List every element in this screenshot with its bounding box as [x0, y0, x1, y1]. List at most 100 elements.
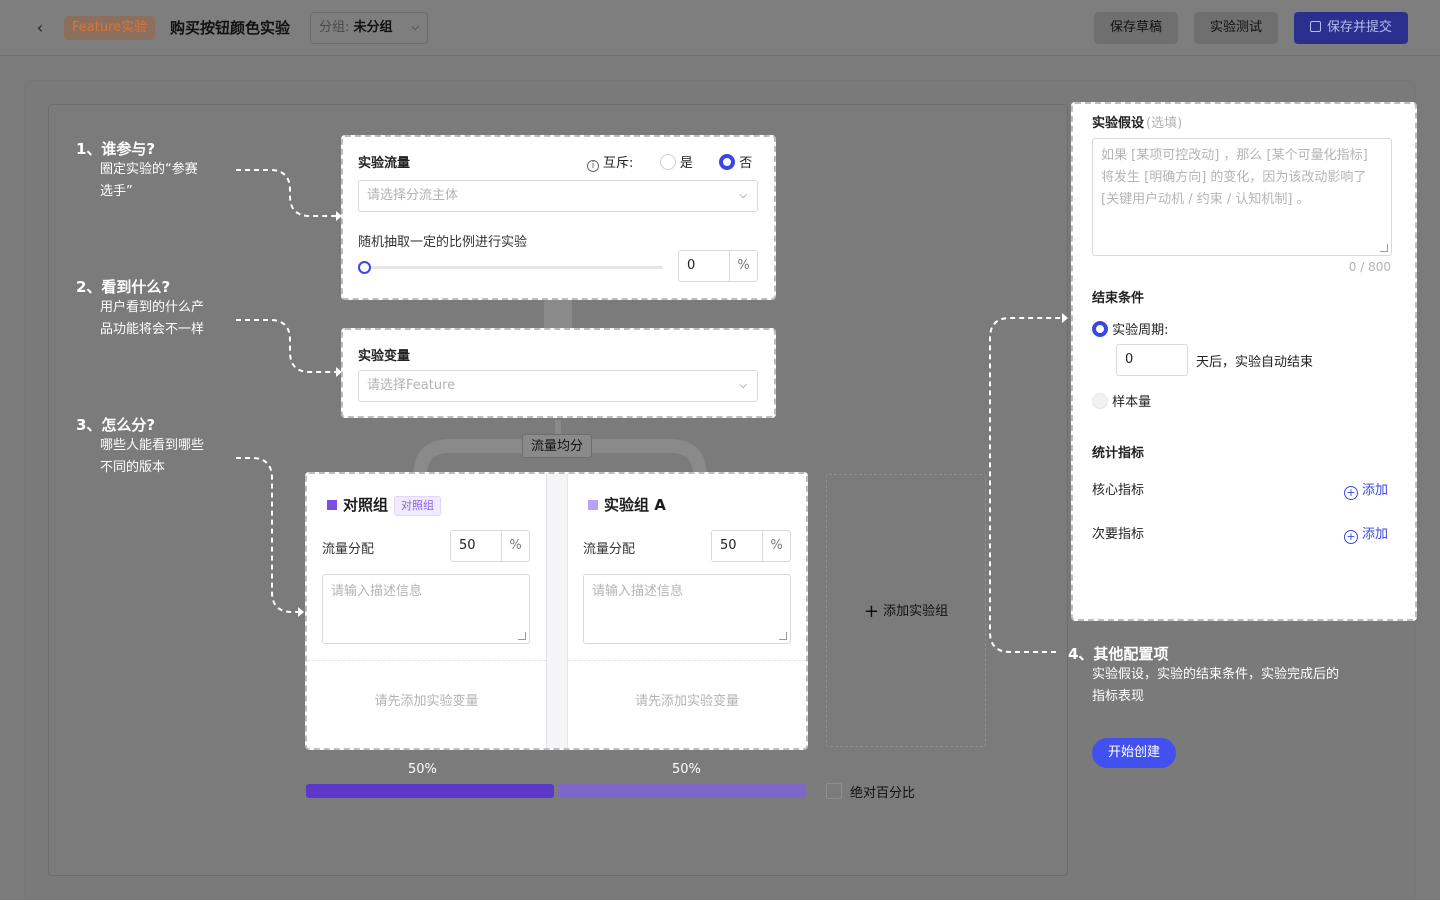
chevron-down-icon: ⌵	[739, 190, 747, 201]
group-control-divider	[307, 660, 546, 661]
exclusive-yes-label: 是	[679, 156, 693, 171]
group-variant-traffic-unit: %	[762, 531, 790, 561]
feature-select[interactable]: 请选择Feature ⌵	[358, 370, 758, 402]
end-condition-title: 结束条件	[1092, 291, 1145, 306]
plus-icon: +	[863, 601, 879, 622]
step-4-desc-line-1: 实验假设，实验的结束条件，实验完成后的	[1092, 667, 1340, 682]
group-variant-traffic-value: 50	[720, 538, 737, 553]
group-variant-traffic-input[interactable]: 50 %	[711, 530, 791, 562]
group-variant-a: 实验组 A 流量分配 50 % 请输入描述信息 请先添加实验变量	[568, 474, 806, 748]
group-control-traffic-label: 流量分配	[322, 542, 375, 557]
step-1-title: 1、谁参与?	[76, 140, 156, 158]
exclusive-yes-radio[interactable]	[659, 154, 676, 170]
top-header: ‹ Feature实验 购买按钮颜色实验 分组: 未分组 ⌵ 保存草稿 实验测试…	[0, 0, 1440, 56]
plus-circle-icon: +	[1344, 530, 1358, 544]
group-control-empty-hint: 请先添加实验变量	[374, 694, 479, 709]
days-input[interactable]: 0	[1116, 344, 1188, 376]
resize-handle-icon[interactable]	[518, 632, 526, 640]
hypothesis-input[interactable]: 如果 [某项可控改动] ，那么 [某个可量化指标] 将发生 [明确方向] 的变化…	[1092, 138, 1392, 256]
period-option[interactable]: 实验周期:	[1092, 319, 1169, 338]
group-control-name: 对照组	[343, 496, 389, 514]
add-secondary-metric-label: 添加	[1362, 527, 1389, 542]
step-1-desc-line-2: 选手”	[100, 184, 133, 199]
group-variant-header: 实验组 A	[588, 494, 666, 515]
hypothesis-optional: (选填)	[1146, 116, 1183, 131]
variable-title: 实验变量	[358, 349, 411, 364]
group-variant-name: 实验组 A	[604, 496, 666, 514]
step-2-title: 2、看到什么?	[76, 278, 171, 296]
ratio-label: 随机抽取一定的比例进行实验	[358, 235, 528, 250]
step-1: 1、谁参与? 圈定实验的“参赛 选手”	[76, 138, 198, 203]
sample-label: 样本量	[1112, 395, 1152, 410]
hypothesis-counter: 0 / 800	[1348, 260, 1391, 274]
group-select-label: 分组:	[319, 20, 350, 35]
step-4-title: 4、其他配置项	[1068, 645, 1169, 663]
period-radio[interactable]	[1092, 321, 1108, 337]
variant-share-bar[interactable]	[558, 784, 806, 798]
hypothesis-header: 实验假设(选填)	[1092, 112, 1182, 131]
group-divider	[546, 474, 568, 748]
ratio-slider-handle[interactable]	[358, 261, 371, 274]
metrics-title: 统计指标	[1092, 446, 1145, 461]
variant-share-label: 50%	[672, 762, 701, 777]
exclusive-no-radio[interactable]	[719, 154, 736, 170]
save-icon	[1310, 21, 1321, 32]
group-control: 对照组对照组 流量分配 50 % 请输入描述信息 请先添加实验变量	[307, 474, 546, 748]
flow-connector	[544, 298, 572, 328]
resize-handle-icon[interactable]	[1380, 244, 1388, 252]
group-select[interactable]: 分组: 未分组 ⌵	[310, 12, 428, 44]
exclusive-control: i 互斥: 是 否	[587, 152, 752, 172]
exclusive-no-label: 否	[739, 156, 753, 171]
plus-circle-icon: +	[1344, 486, 1358, 500]
group-select-value: 未分组	[353, 20, 393, 35]
add-core-metric-button[interactable]: +添加	[1344, 479, 1388, 500]
step-4-desc-line-2: 指标表现	[1092, 689, 1145, 704]
start-create-button[interactable]: 开始创建	[1092, 738, 1177, 768]
ratio-input[interactable]: 0 %	[678, 250, 758, 282]
exclusive-label: 互斥:	[603, 156, 634, 171]
group-variant-desc-placeholder: 请输入描述信息	[592, 584, 684, 599]
group-control-desc-input[interactable]: 请输入描述信息	[322, 574, 530, 644]
save-draft-button[interactable]: 保存草稿	[1094, 12, 1179, 44]
resize-handle-icon[interactable]	[779, 632, 787, 640]
experiment-test-button[interactable]: 实验测试	[1194, 12, 1279, 44]
ratio-slider-track[interactable]	[365, 266, 663, 269]
group-variant-desc-input[interactable]: 请输入描述信息	[583, 574, 791, 644]
chevron-left-icon[interactable]: ‹	[36, 18, 44, 37]
group-control-traffic-input[interactable]: 50 %	[450, 530, 530, 562]
step-4: 4、其他配置项 实验假设，实验的结束条件，实验完成后的 指标表现	[1068, 643, 1339, 708]
ratio-input-unit: %	[729, 251, 757, 281]
save-submit-button[interactable]: 保存并提交	[1294, 12, 1409, 44]
subject-select[interactable]: 请选择分流主体 ⌵	[358, 180, 758, 212]
feature-tag: Feature实验	[64, 16, 156, 40]
step-3-desc-line-1: 哪些人能看到哪些	[100, 438, 205, 453]
other-config-card: 实验假设(选填) 如果 [某项可控改动] ，那么 [某个可量化指标] 将发生 […	[1071, 102, 1417, 621]
split-evenly-label[interactable]: 流量均分	[522, 434, 593, 458]
chevron-down-icon: ⌵	[739, 380, 747, 391]
sample-radio[interactable]	[1092, 393, 1108, 409]
absolute-percent-checkbox[interactable]	[826, 783, 842, 799]
step-2: 2、看到什么? 用户看到的什么产 品功能将会不一样	[76, 276, 204, 341]
days-suffix: 天后，实验自动结束	[1196, 355, 1314, 370]
traffic-title: 实验流量	[358, 156, 411, 171]
group-control-desc-placeholder: 请输入描述信息	[331, 584, 423, 599]
step-3: 3、怎么分? 哪些人能看到哪些 不同的版本	[76, 414, 204, 479]
control-share-bar[interactable]	[306, 784, 554, 798]
absolute-percent-label: 绝对百分比	[850, 786, 916, 801]
group-variant-empty-hint: 请先添加实验变量	[634, 694, 739, 709]
group-variant-divider	[568, 660, 806, 661]
add-secondary-metric-button[interactable]: + 添加	[1344, 523, 1388, 544]
step-2-desc-line-2: 品功能将会不一样	[100, 322, 205, 337]
add-group-button[interactable]: + 添加实验组	[826, 474, 986, 747]
step-2-desc-line-1: 用户看到的什么产	[100, 300, 205, 315]
sample-option[interactable]: 样本量	[1092, 391, 1151, 410]
traffic-card: 实验流量 i 互斥: 是 否 请选择分流主体 ⌵ 随机抽取一定的比例进行实验 0 …	[341, 135, 776, 300]
page-title: 购买按钮颜色实验	[170, 19, 291, 37]
group-control-header: 对照组对照组	[327, 494, 442, 516]
group-control-traffic-unit: %	[501, 531, 529, 561]
hypothesis-placeholder: 如果 [某项可控改动] ，那么 [某个可量化指标] 将发生 [明确方向] 的变化…	[1101, 148, 1368, 207]
add-group-label: 添加实验组	[883, 604, 949, 619]
control-share-label: 50%	[408, 762, 437, 777]
info-icon: i	[587, 160, 599, 172]
group-color-swatch	[327, 500, 337, 510]
